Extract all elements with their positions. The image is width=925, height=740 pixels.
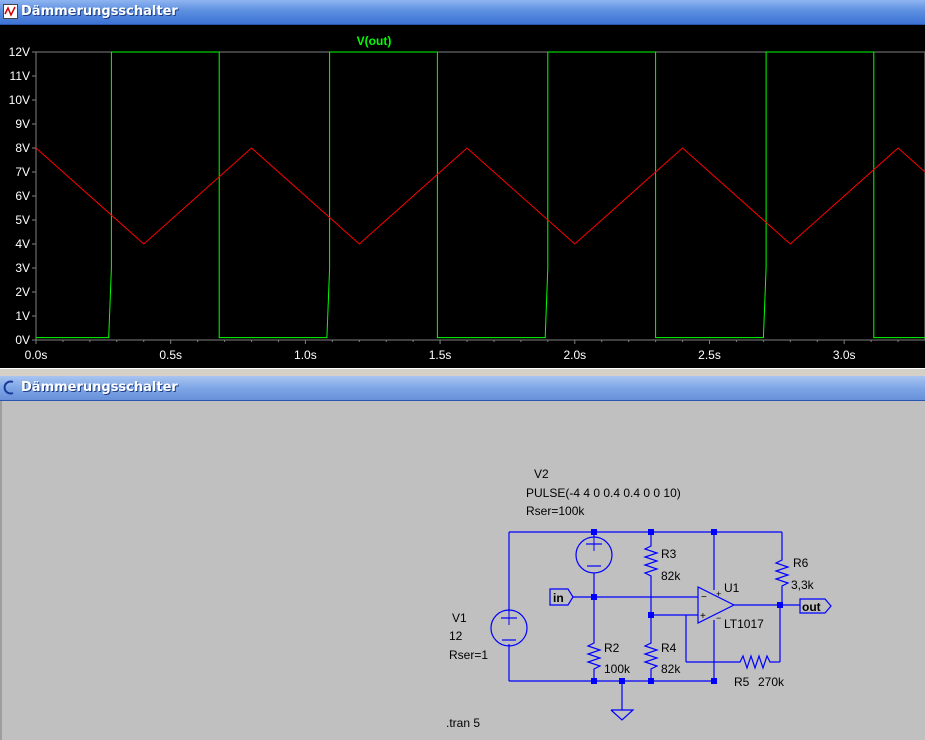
tran-directive[interactable]: .tran 5: [446, 716, 480, 730]
r5-value[interactable]: 270k: [758, 675, 785, 689]
x-tick-label: 2.5s: [698, 348, 721, 362]
y-tick-label: 0V: [15, 333, 30, 347]
u1-part[interactable]: LT1017: [724, 617, 764, 631]
series-line-0[interactable]: [36, 51, 925, 339]
schematic-icon: [3, 380, 14, 395]
r6-value[interactable]: 3,3k: [791, 578, 815, 592]
r3-name[interactable]: R3: [661, 547, 677, 561]
y-tick-label: 8V: [15, 141, 30, 155]
y-tick-label: 4V: [15, 237, 30, 251]
series-line-1[interactable]: [35, 147, 925, 245]
y-tick-label: 3V: [15, 261, 30, 275]
r5-name[interactable]: R5: [734, 675, 750, 689]
x-tick-label: 0.5s: [159, 348, 182, 362]
plot-window-titlebar[interactable]: Dämmerungsschalter: [0, 0, 925, 25]
x-tick-label: 1.5s: [429, 348, 452, 362]
v1-value[interactable]: 12: [449, 629, 463, 643]
svg-text:+: +: [716, 589, 721, 599]
y-tick-label: 7V: [15, 165, 30, 179]
x-tick-label: 0.0s: [25, 348, 48, 362]
y-tick-label: 1V: [15, 309, 30, 323]
chart-title: V(out): [357, 34, 392, 48]
out-port-label[interactable]: out: [802, 600, 821, 614]
r2-value[interactable]: 100k: [604, 662, 631, 676]
y-tick-label: 12V: [9, 45, 30, 59]
schematic-window-titlebar[interactable]: Dämmerungsschalter: [0, 376, 925, 401]
v2-name[interactable]: V2: [534, 467, 549, 481]
v1-rser[interactable]: Rser=1: [449, 648, 488, 662]
schematic-window-title: Dämmerungsschalter: [21, 380, 178, 395]
r4-name[interactable]: R4: [661, 641, 677, 655]
plot-window-title: Dämmerungsschalter: [21, 4, 178, 19]
v1-name[interactable]: V1: [452, 611, 467, 625]
chart-axes: 0V 1V 2V 3V 4V 5V 6V 7V 8V 9V 10V 11V 12V 0.0s 0.5s 1.0…: [9, 45, 925, 362]
svg-text:−: −: [716, 613, 721, 623]
svg-text:+: +: [700, 611, 706, 622]
r6-name[interactable]: R6: [793, 556, 809, 570]
y-tick-label: 9V: [15, 117, 30, 131]
v2-value[interactable]: PULSE(-4 4 0 0.4 0.4 0 0 10): [526, 486, 681, 500]
r3-value[interactable]: 82k: [661, 569, 681, 583]
y-tick-label: 5V: [15, 213, 30, 227]
chart-series: [35, 51, 925, 339]
y-tick-label: 2V: [15, 285, 30, 299]
schematic-canvas[interactable]: − + + − V2 PULSE(-4 4 0 0.4 0.4 0 0 10) …: [0, 401, 925, 740]
plot-frame: [35, 51, 925, 341]
in-port-label[interactable]: in: [553, 591, 564, 605]
waveform-plot-pane[interactable]: 0V 1V 2V 3V 4V 5V 6V 7V 8V 9V 10V 11V 12V 0.0s 0.5s 1.0…: [0, 25, 925, 368]
v2-rser[interactable]: Rser=100k: [526, 504, 585, 518]
r4-value[interactable]: 82k: [661, 662, 681, 676]
waveform-icon: [3, 4, 18, 19]
waveform-chart[interactable]: 0V 1V 2V 3V 4V 5V 6V 7V 8V 9V 10V 11V 12V 0.0s 0.5s 1.0…: [0, 25, 925, 368]
x-tick-label: 3.0s: [833, 348, 856, 362]
x-tick-label: 1.0s: [294, 348, 317, 362]
u1-name[interactable]: U1: [724, 581, 740, 595]
r2-name[interactable]: R2: [604, 641, 620, 655]
x-tick-label: 2.0s: [563, 348, 586, 362]
y-tick-label: 11V: [10, 69, 30, 83]
y-tick-label: 10V: [9, 93, 30, 107]
svg-text:−: −: [701, 592, 707, 603]
y-tick-label: 6V: [15, 189, 30, 203]
